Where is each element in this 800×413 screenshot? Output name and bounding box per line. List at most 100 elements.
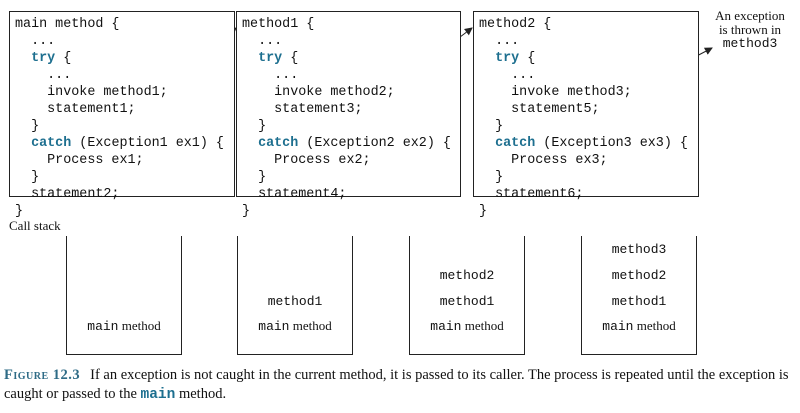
code-line: ... <box>242 33 460 50</box>
note-line-2: is thrown in <box>718 22 782 37</box>
code-text: statement1; <box>15 102 136 117</box>
code-line: ... <box>15 33 234 50</box>
code-text: (Exception3 ex3) { <box>535 136 688 151</box>
code-text: { <box>282 51 299 66</box>
code-line: } <box>15 118 234 135</box>
code-text: invoke method1; <box>15 85 168 100</box>
code-text: Process ex3; <box>479 153 608 168</box>
code-text: ... <box>15 34 56 49</box>
note-line-1: An exception <box>715 8 785 23</box>
caption-text-end: method. <box>175 386 227 402</box>
code-line: Process ex1; <box>15 152 234 169</box>
code-line: method2 { <box>479 16 698 33</box>
code-line: } <box>242 169 460 186</box>
code-text: statement2; <box>15 187 120 202</box>
code-line: ... <box>479 67 698 84</box>
code-keyword: try <box>495 51 520 66</box>
code-text: statement6; <box>479 187 584 202</box>
code-text: } <box>479 119 504 134</box>
code-text: { <box>519 51 536 66</box>
code-text: invoke method3; <box>479 85 632 100</box>
code-text: invoke method2; <box>242 85 395 100</box>
code-text: ... <box>15 68 72 83</box>
code-text <box>479 51 495 66</box>
frame-method-name: main <box>87 319 119 334</box>
code-line: method1 { <box>242 16 460 33</box>
code-line: statement2; <box>15 186 234 203</box>
code-text: (Exception2 ex2) { <box>298 136 451 151</box>
stack-frame-method2: method2 <box>582 267 696 283</box>
method2-code-box: method2 { ... try { ... invoke method3; … <box>473 11 699 219</box>
call-stack-label: Call stack <box>9 218 61 233</box>
code-line: ... <box>15 67 234 84</box>
code-line: } <box>15 203 234 220</box>
code-text: } <box>15 119 40 134</box>
stack-frame-method3: method3 <box>582 241 696 257</box>
caption-text: If an exception is not caught in the cur… <box>4 367 789 402</box>
code-text <box>242 51 258 66</box>
code-keyword: try <box>31 51 56 66</box>
exception-thrown-note: An exception is thrown in method3 <box>700 9 800 51</box>
code-text: statement4; <box>242 187 347 202</box>
code-text: main method { <box>15 17 120 32</box>
code-line: } <box>242 203 460 220</box>
code-line: catch (Exception1 ex1) { <box>15 135 234 152</box>
code-text: } <box>15 170 40 185</box>
code-line: try { <box>15 50 234 67</box>
code-text: statement3; <box>242 102 363 117</box>
code-line: try { <box>479 50 698 67</box>
code-text: } <box>242 204 251 219</box>
frame-method-suffix: method <box>633 318 676 333</box>
note-line-3: method3 <box>722 36 778 51</box>
stack-frame-method1: method1 <box>238 293 352 309</box>
frame-method-suffix: method <box>289 318 332 333</box>
code-line: } <box>479 169 698 186</box>
code-keyword: catch <box>258 136 299 151</box>
code-line: statement3; <box>242 101 460 118</box>
code-keyword: catch <box>31 136 72 151</box>
code-text: Process ex2; <box>242 153 371 168</box>
frame-method-name: method1 <box>439 294 495 309</box>
stack-frame-method1: method1 <box>410 293 524 309</box>
code-line: main method { <box>15 16 234 33</box>
call-stack-1: main method <box>66 236 182 355</box>
code-line: statement4; <box>242 186 460 203</box>
code-line: } <box>15 169 234 186</box>
code-text <box>242 136 258 151</box>
code-line: catch (Exception3 ex3) { <box>479 135 698 152</box>
stack-frame-method2: method2 <box>410 267 524 283</box>
code-text: (Exception1 ex1) { <box>71 136 224 151</box>
code-text: method2 { <box>479 17 552 32</box>
code-line: statement5; <box>479 101 698 118</box>
code-keyword: catch <box>495 136 536 151</box>
code-line: catch (Exception2 ex2) { <box>242 135 460 152</box>
code-text: } <box>15 204 24 219</box>
code-line: statement6; <box>479 186 698 203</box>
code-line: invoke method2; <box>242 84 460 101</box>
stack-frame-method1: method1 <box>582 293 696 309</box>
code-text: ... <box>242 34 283 49</box>
frame-method-name: method2 <box>439 268 495 283</box>
code-line: Process ex2; <box>242 152 460 169</box>
figure-label: Figure 12.3 <box>4 367 81 383</box>
stack-frame-main: main method <box>67 318 181 334</box>
code-text: } <box>242 170 267 185</box>
code-text: ... <box>242 68 299 83</box>
stack-frame-main: main method <box>582 318 696 334</box>
code-text: } <box>479 170 504 185</box>
code-line: invoke method3; <box>479 84 698 101</box>
code-keyword: try <box>258 51 283 66</box>
code-line: Process ex3; <box>479 152 698 169</box>
frame-method-name: method2 <box>611 268 667 283</box>
code-line: ... <box>242 67 460 84</box>
code-text: ... <box>479 68 536 83</box>
method1-code-box: method1 { ... try { ... invoke method2; … <box>236 11 461 219</box>
main-method-code-box: main method { ... try { ... invoke metho… <box>9 11 235 219</box>
code-text: { <box>55 51 72 66</box>
code-text <box>15 136 31 151</box>
code-text: method1 { <box>242 17 315 32</box>
code-text: statement5; <box>479 102 600 117</box>
